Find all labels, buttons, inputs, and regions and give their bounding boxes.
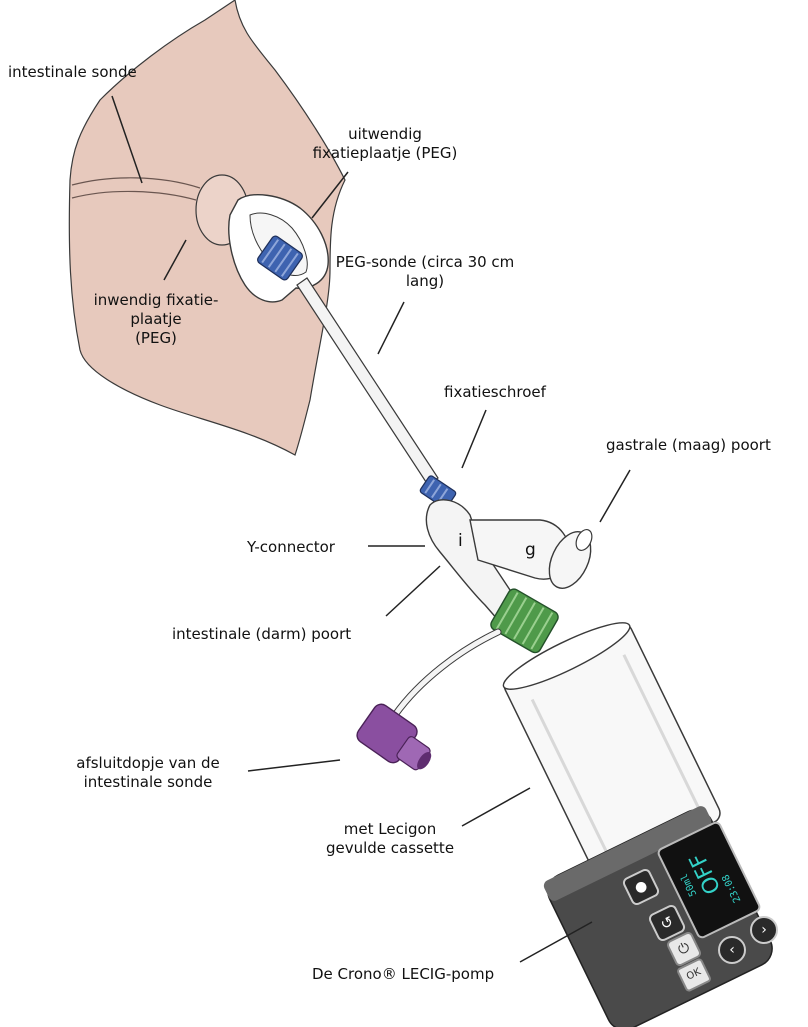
peg-tube-shape bbox=[297, 278, 438, 485]
label-y-connector: Y-connector bbox=[247, 538, 335, 557]
label-cassette: met Lecigon gevulde cassette bbox=[310, 820, 470, 858]
label-gastrale-poort: gastrale (maag) poort bbox=[606, 436, 771, 455]
label-inwendig-fixatieplaatje: inwendig fixatie- plaatje (PEG) bbox=[74, 291, 238, 348]
pump-ok-label: OK bbox=[685, 966, 703, 982]
label-intestinale-sonde: intestinale sonde bbox=[8, 63, 137, 82]
chevron-left-icon: ‹ bbox=[729, 942, 735, 958]
label-g-marker: g bbox=[525, 541, 536, 560]
label-peg-sonde: PEG-sonde (circa 30 cm lang) bbox=[330, 253, 520, 291]
label-uitwendig-fixatieplaatje: uitwendig fixatieplaatje (PEG) bbox=[310, 125, 460, 163]
chevron-right-icon: › bbox=[761, 922, 767, 938]
power-icon: ⏻ bbox=[676, 939, 693, 958]
pump-button-left[interactable]: ‹ bbox=[718, 936, 746, 964]
label-fixatieschroef: fixatieschroef bbox=[444, 383, 546, 402]
label-i-marker: i bbox=[458, 532, 463, 551]
drop-icon: ● bbox=[632, 877, 650, 897]
label-pomp: De Crono® LECIG-pomp bbox=[312, 965, 494, 984]
undo-icon: ↺ bbox=[657, 912, 676, 934]
pump-button-right[interactable]: › bbox=[750, 916, 778, 944]
label-intestinale-poort: intestinale (darm) poort bbox=[172, 625, 351, 644]
intestinale-tube-shape bbox=[395, 632, 498, 715]
intestinale-tube-inner bbox=[395, 632, 498, 715]
label-afsluitdopje: afsluitdopje van de intestinale sonde bbox=[48, 754, 248, 792]
